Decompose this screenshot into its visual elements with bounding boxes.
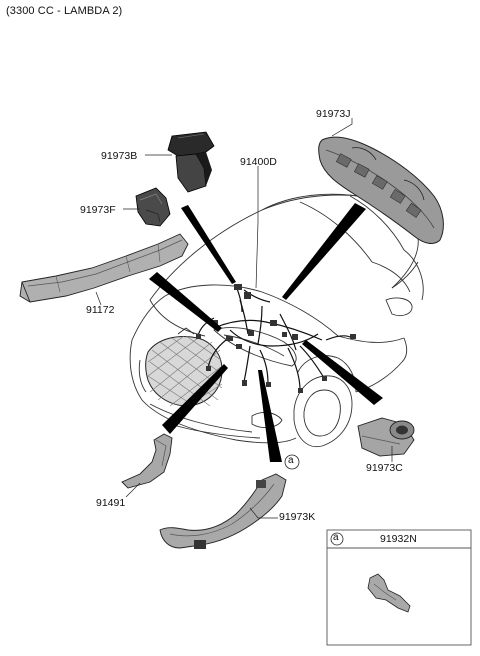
label-91973j: 91973J <box>316 108 351 120</box>
car-body-drawing <box>129 193 424 448</box>
callout-a-letter: a <box>288 455 294 466</box>
bracket-91491-drawing <box>121 433 173 489</box>
inset-ref-letter: a <box>333 532 339 543</box>
inset-part-number: 91932N <box>380 533 417 545</box>
wiring-harness-drawing <box>197 285 353 391</box>
clip-91932n-drawing <box>367 573 411 613</box>
bracket-91973f-drawing <box>135 187 171 227</box>
label-91400d: 91400D <box>240 156 277 168</box>
label-91172: 91172 <box>86 304 115 316</box>
label-91973b: 91973B <box>101 150 138 162</box>
protector-91973j-drawing <box>318 136 444 244</box>
protector-91172-drawing <box>19 233 189 303</box>
harness-connectors <box>196 284 356 393</box>
label-91491: 91491 <box>96 497 126 509</box>
label-91973c: 91973C <box>366 462 403 474</box>
label-91973f: 91973F <box>80 204 116 216</box>
bracket-91973b-drawing <box>167 131 215 193</box>
label-91973k: 91973K <box>279 511 316 523</box>
inset-box <box>326 529 472 646</box>
callout-a-marker <box>284 454 300 470</box>
leader-lines <box>95 118 393 519</box>
engine-variant-label: (3300 CC - LAMBDA 2) <box>6 5 123 17</box>
clip-91973c-drawing <box>357 417 415 457</box>
protector-91973k-drawing <box>159 473 287 549</box>
pointer-wedges <box>149 203 383 462</box>
